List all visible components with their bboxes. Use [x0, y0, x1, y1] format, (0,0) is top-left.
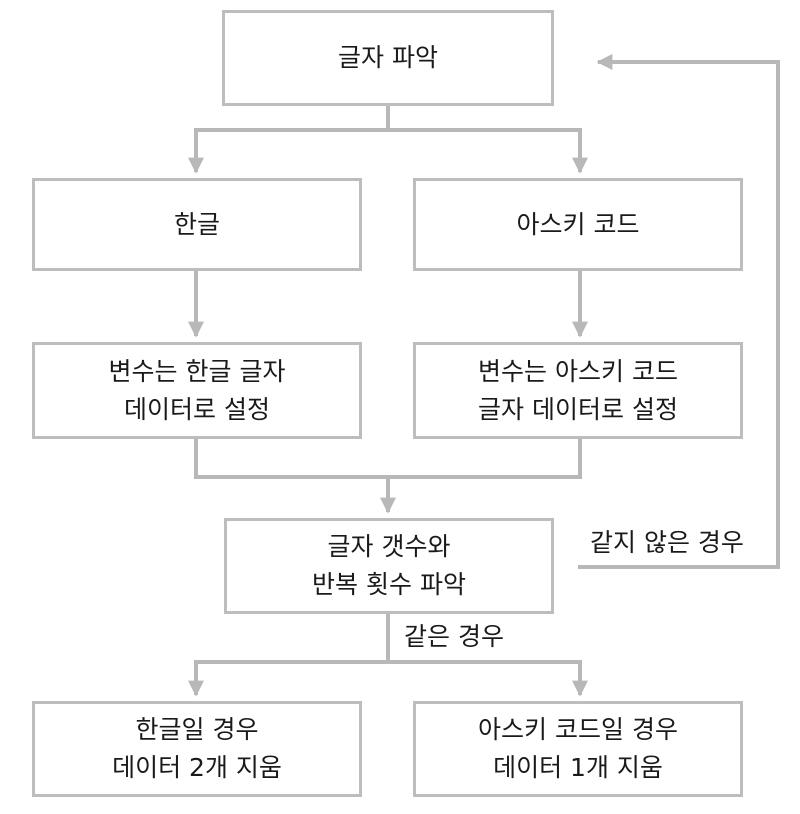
identify-char-text: 글자 파악: [338, 43, 438, 72]
delete-hangul-line-2: 데이터 2개 지움: [112, 753, 282, 782]
identify-char-box: 글자 파악: [222, 10, 554, 106]
delete-hangul-box: 한글일 경우 데이터 2개 지움: [32, 701, 362, 797]
same-label: 같은 경우: [404, 622, 504, 651]
not-same-label: 같지 않은 경우: [590, 528, 744, 557]
split-connector-top: [188, 106, 390, 174]
set-hangul-line-1: 변수는 한글 글자: [108, 356, 286, 386]
merge-connector: [194, 439, 582, 479]
count-line-2: 반복 횟수 파악: [312, 570, 466, 599]
delete-hangul-line-1: 한글일 경우: [135, 715, 259, 744]
set-hangul-line-2: 데이터로 설정: [124, 394, 270, 424]
delete-ascii-line-1: 아스키 코드일 경우: [478, 715, 678, 744]
set-hangul-box: 변수는 한글 글자 데이터로 설정: [32, 342, 362, 439]
set-ascii-line-1: 변수는 아스키 코드: [478, 356, 678, 386]
hangul-box: 한글: [32, 178, 362, 271]
set-ascii-box: 변수는 아스키 코드 글자 데이터로 설정: [413, 342, 743, 439]
hangul-text: 한글: [173, 209, 220, 239]
set-ascii-line-2: 글자 데이터로 설정: [478, 394, 678, 424]
split-connector-bottom: [188, 614, 390, 697]
delete-ascii-line-2: 데이터 1개 지움: [493, 753, 663, 782]
count-line-1: 글자 갯수와: [327, 532, 451, 561]
split-connector-top-right: [388, 128, 588, 174]
loop-back-connector: [578, 54, 780, 569]
count-box: 글자 갯수와 반복 횟수 파악: [224, 518, 554, 614]
ascii-text: 아스키 코드: [516, 209, 640, 239]
split-connector-bottom-right: [388, 660, 588, 697]
ascii-box: 아스키 코드: [413, 178, 743, 271]
delete-ascii-box: 아스키 코드일 경우 데이터 1개 지움: [413, 701, 743, 797]
